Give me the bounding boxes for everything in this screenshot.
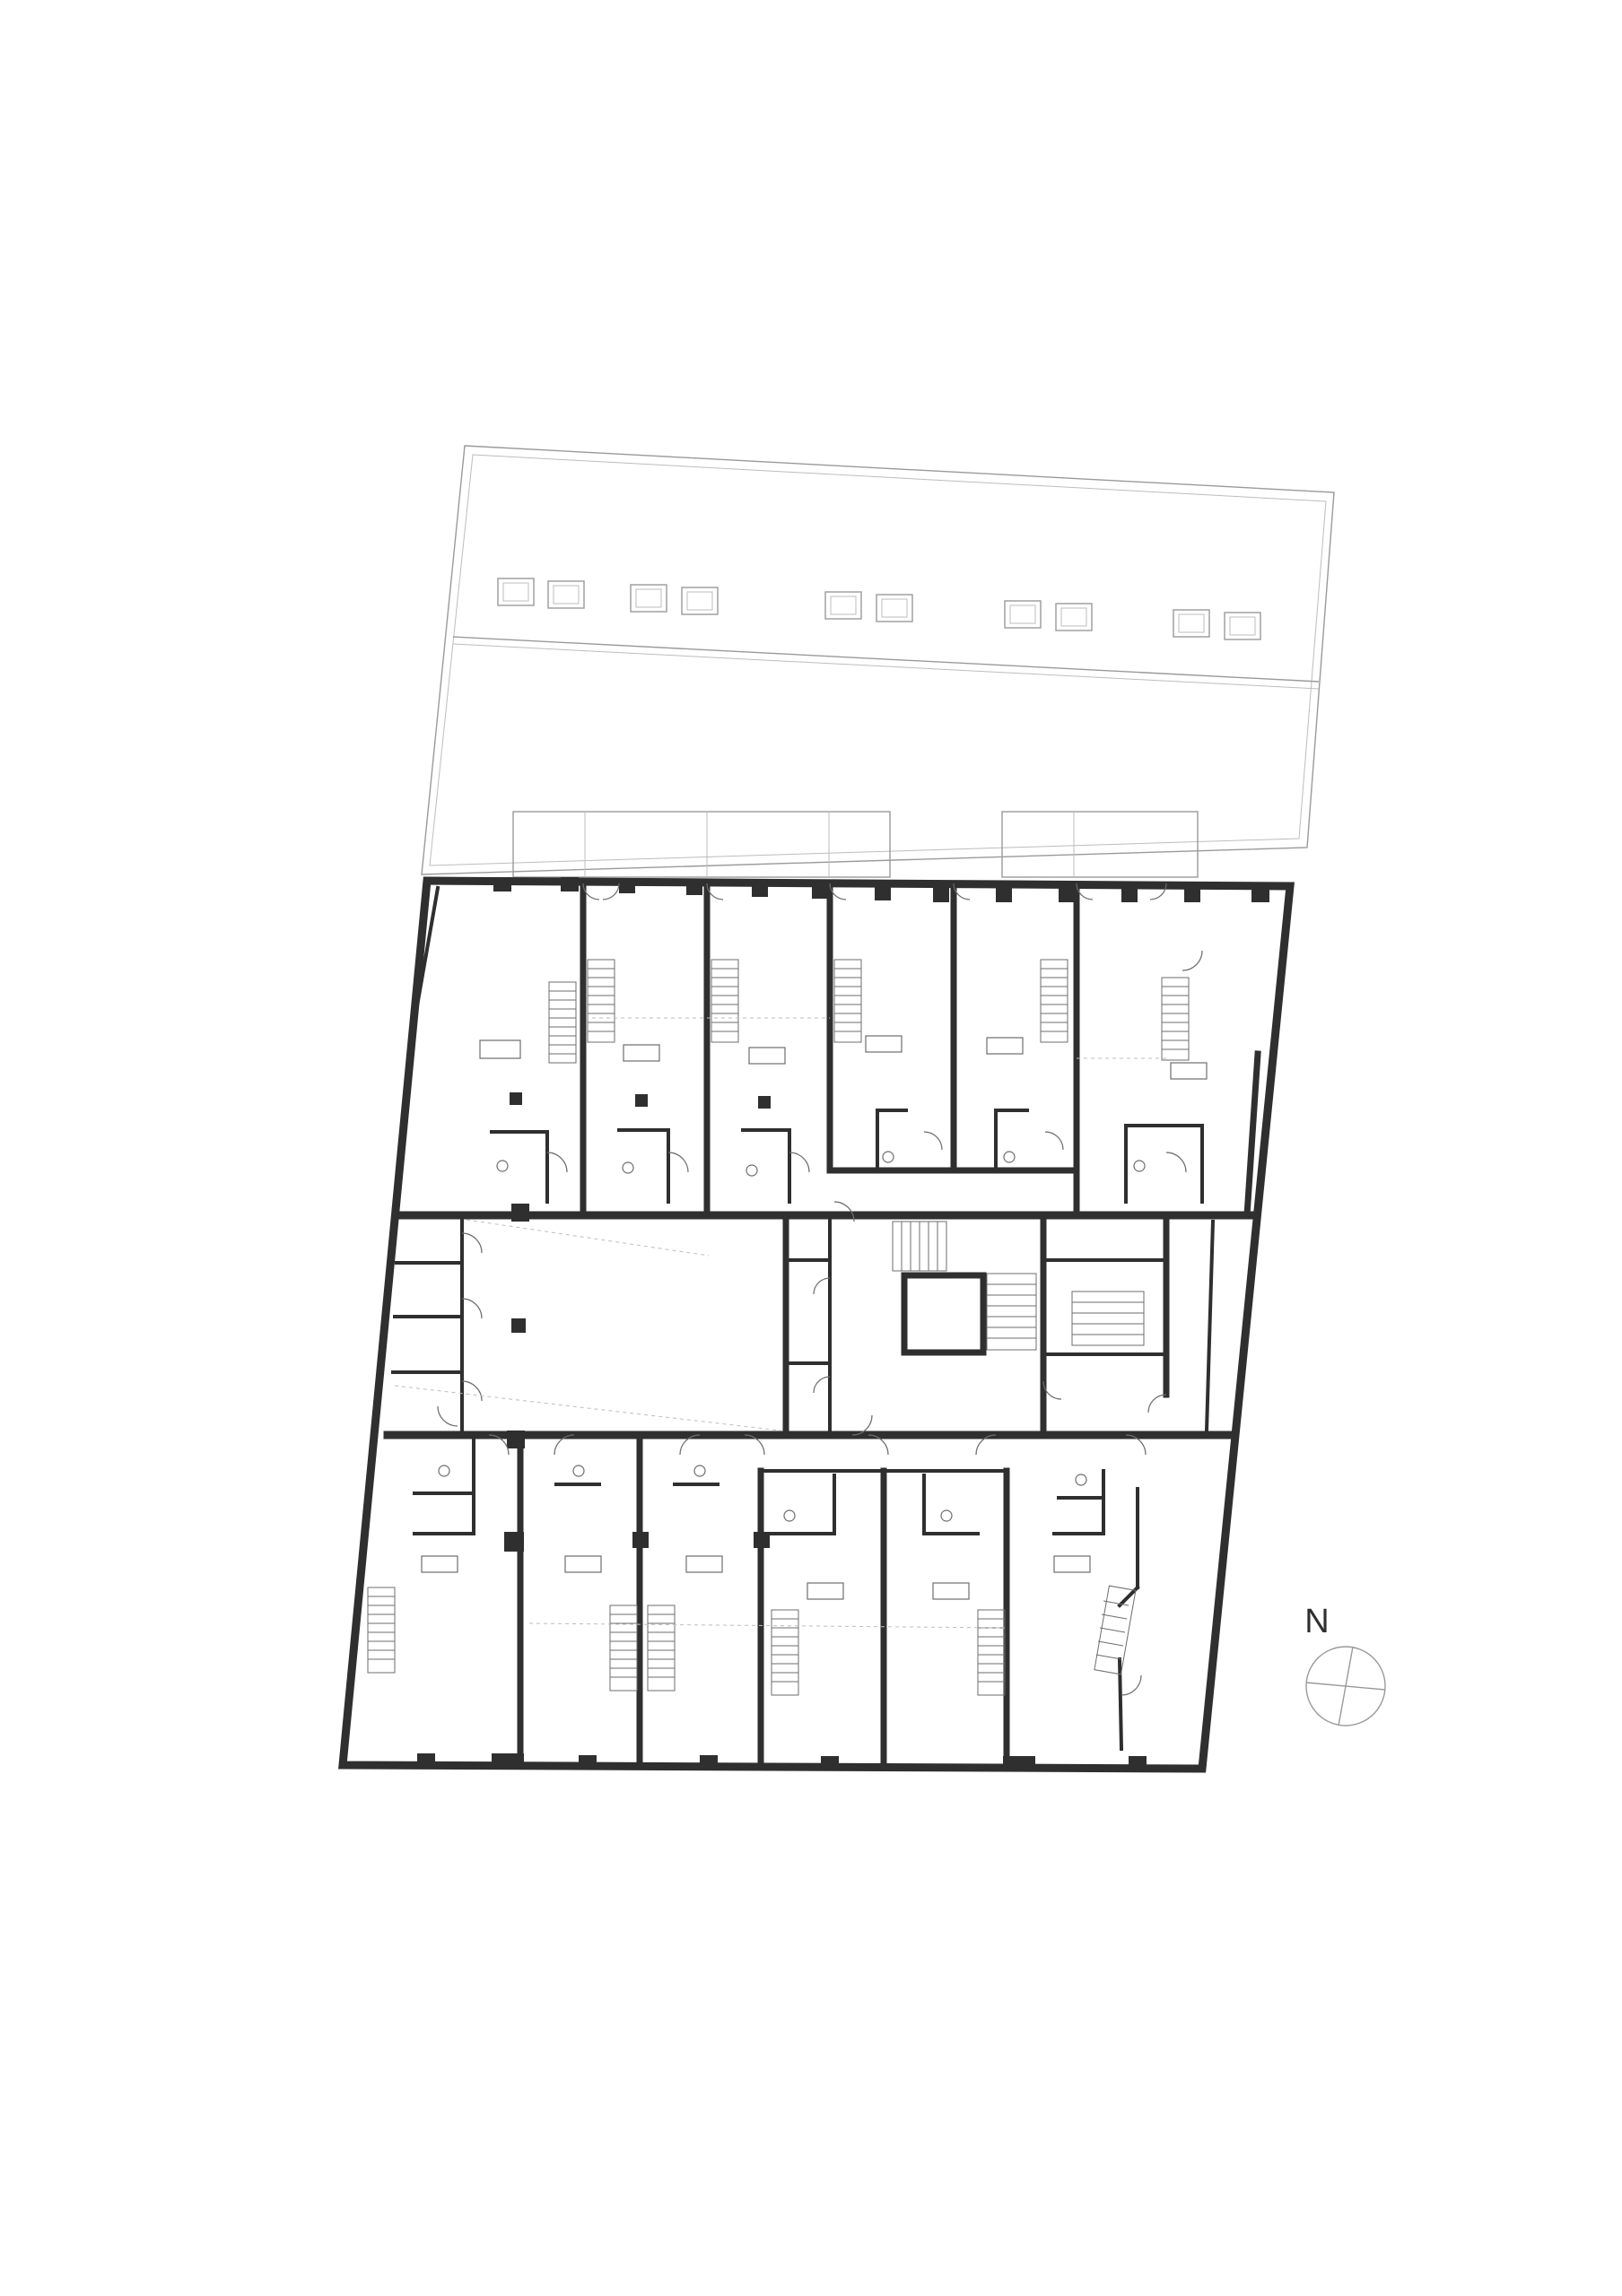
unit-stair [711,959,739,1043]
core-stair [892,1221,1145,1351]
north-unit-walls [490,884,1261,1219]
fixtures [421,1035,1208,1600]
unit-stair [1161,977,1190,1061]
roof-terrace [421,445,1335,878]
unit-stair [647,1605,676,1692]
unit-stair [1040,959,1068,1043]
unit-stair [771,1609,799,1696]
balconies [512,811,1199,878]
unit-stair [1094,1585,1137,1675]
unit-stair [609,1605,638,1692]
south-unit-walls [413,1431,1140,1769]
unit-stair [367,1587,396,1674]
unit-stair [977,1609,1006,1696]
dashed-lines [394,1017,1166,1629]
unit-stair [587,959,615,1043]
north-label: N [1304,1603,1329,1640]
unit-stair [548,981,577,1064]
skylights [497,578,1261,640]
core-walls [391,1212,1216,1439]
unit-stair [833,959,862,1043]
doors [437,883,1203,1696]
stairs [367,959,1190,1696]
exterior-walls [338,876,1295,1773]
north-arrow: N [1304,1603,1386,1726]
